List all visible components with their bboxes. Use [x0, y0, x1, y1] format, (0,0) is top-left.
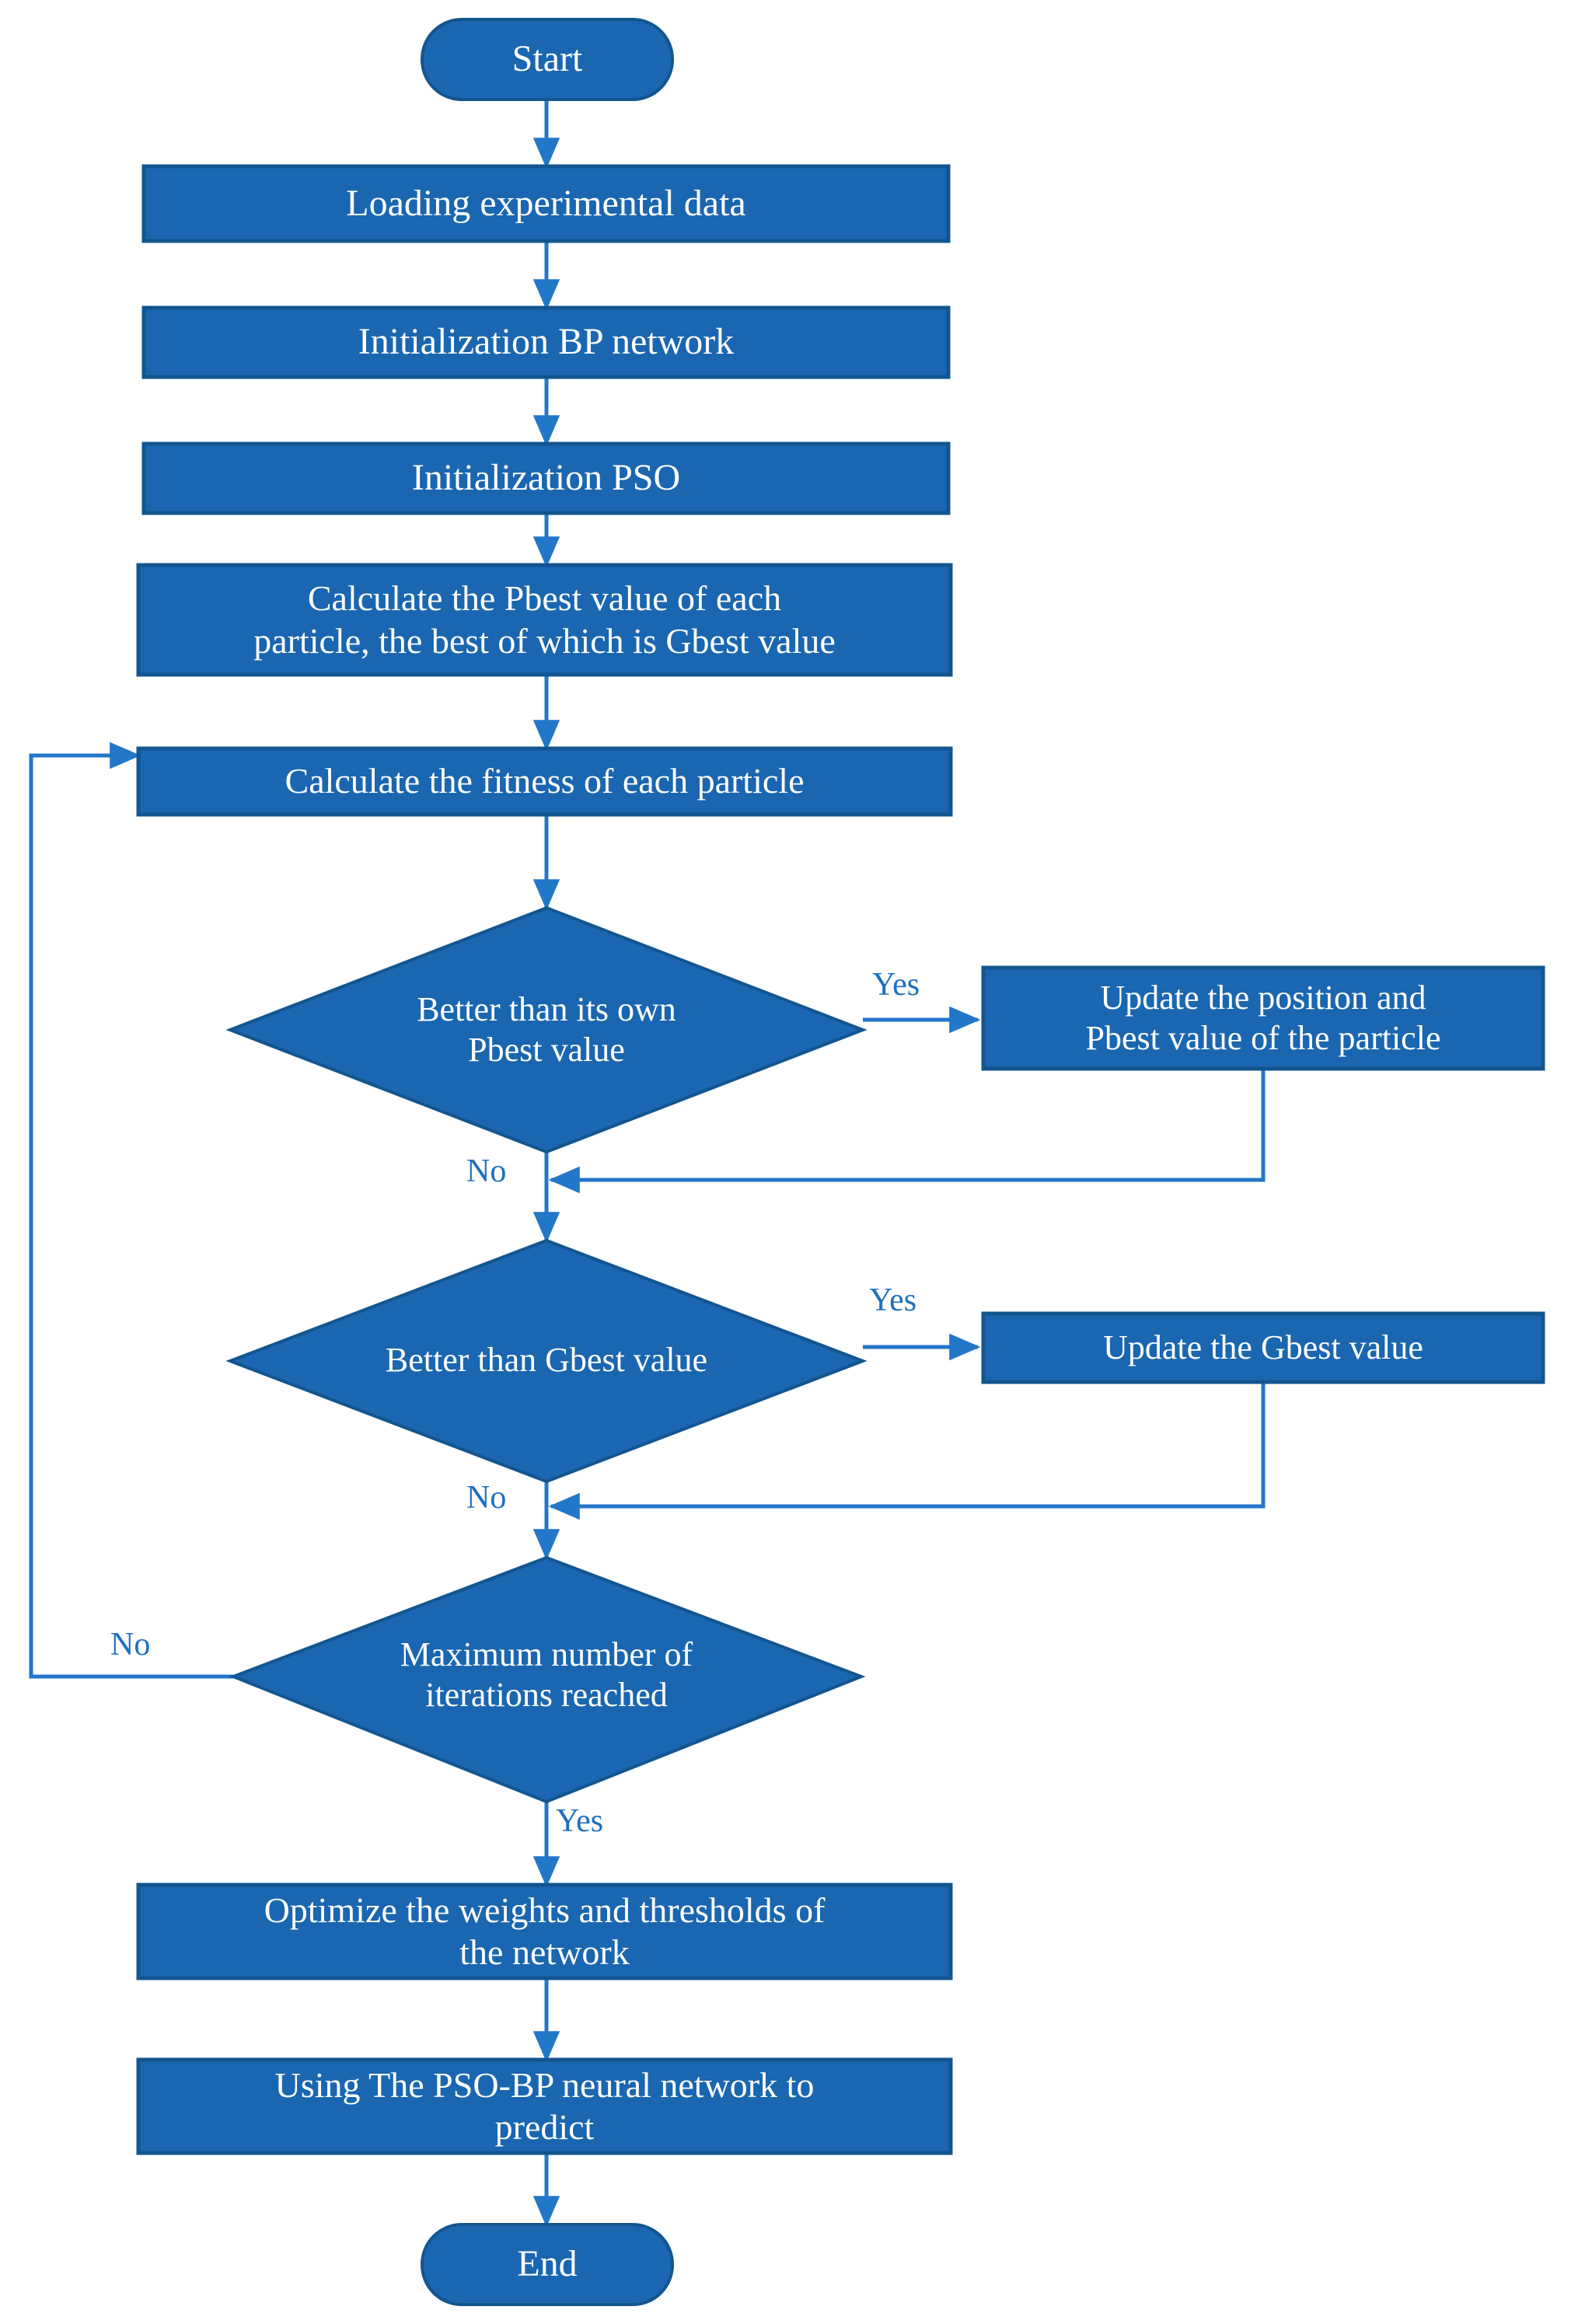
edge-label-maxiter-no: No	[110, 1627, 151, 1663]
node-calculate-pbest[interactable]	[138, 565, 951, 675]
node-update-position-and-pbest[interactable]	[983, 968, 1543, 1069]
node-initialization-pso[interactable]	[144, 444, 948, 513]
connectors	[29, 99, 1266, 2228]
node-upd-gbest-shape[interactable]	[981, 1311, 1545, 1384]
node-predict-shape[interactable]	[136, 2057, 953, 2155]
node-end[interactable]	[422, 2225, 672, 2305]
node-calculate-fitness[interactable]	[138, 748, 951, 815]
node-initialization-bp-network[interactable]	[144, 308, 948, 377]
node-decision-max-iterations[interactable]	[233, 1558, 861, 1802]
edge-label-pbest-no: No	[466, 1153, 507, 1189]
edge-decmaxiter-loopback	[29, 742, 233, 1679]
node-load-shape[interactable]	[141, 164, 951, 243]
node-shapes	[136, 18, 1545, 2306]
node-decision-better-than-pbest[interactable]	[230, 908, 863, 1152]
node-use-pso-bp-predict[interactable]	[138, 2060, 951, 2153]
node-init-bp-shape[interactable]	[141, 305, 951, 379]
node-end-shape[interactable]	[421, 2223, 674, 2306]
node-decision-better-than-gbest[interactable]	[230, 1241, 863, 1481]
node-optimize-weights-thresholds[interactable]	[138, 1885, 951, 1978]
node-init-pso-shape[interactable]	[141, 441, 951, 515]
node-optimize-shape[interactable]	[136, 1883, 953, 1980]
edge-label-maxiter-yes: Yes	[556, 1803, 604, 1839]
edge-updpbest-return	[548, 1069, 1266, 1194]
node-start[interactable]	[422, 19, 672, 99]
node-dec-pbest-shape[interactable]	[225, 906, 868, 1154]
node-loading-experimental-data[interactable]	[144, 166, 948, 241]
edge-label-gbest-no: No	[466, 1480, 507, 1516]
node-upd-pbest-shape[interactable]	[981, 965, 1545, 1071]
node-dec-gbest-shape[interactable]	[225, 1238, 868, 1484]
edge-updgbest-return	[548, 1382, 1266, 1520]
node-calc-pbest-shape[interactable]	[136, 563, 953, 677]
node-dec-maxiter-shape[interactable]	[229, 1555, 866, 1804]
edge-label-gbest-yes: Yes	[869, 1282, 917, 1318]
node-calc-fitness-shape[interactable]	[136, 746, 953, 817]
edge-label-pbest-yes: Yes	[872, 967, 920, 1003]
node-update-gbest[interactable]	[983, 1314, 1543, 1382]
node-start-shape[interactable]	[421, 18, 674, 101]
